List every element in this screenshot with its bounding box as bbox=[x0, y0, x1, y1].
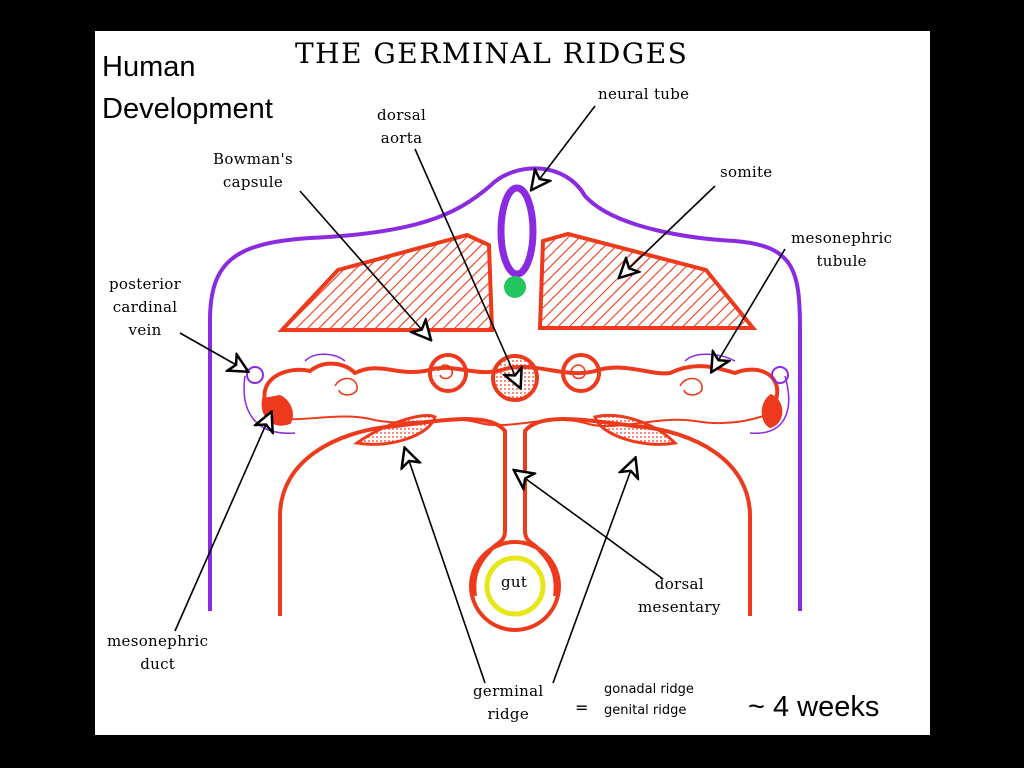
label-gut: gut bbox=[501, 573, 528, 591]
arrow-somite bbox=[620, 185, 716, 277]
germinal-ridges-diagram bbox=[174, 105, 802, 684]
pointer-arrows bbox=[174, 105, 786, 684]
dorsal-aorta bbox=[491, 354, 539, 402]
cardinal-vein-loops bbox=[243, 353, 790, 434]
slide-title: THE GERMINAL RIDGES bbox=[295, 37, 689, 70]
bowmans-capsule-left bbox=[428, 353, 468, 393]
arrow-dorsal-aorta bbox=[414, 148, 520, 387]
equals-sign: = bbox=[575, 698, 589, 717]
course-label-line2: Development bbox=[102, 93, 273, 125]
posterior-cardinal-vein-left bbox=[246, 366, 264, 384]
label-somite: somite bbox=[720, 163, 773, 181]
arrow-germinal-ridge-right bbox=[552, 459, 635, 684]
arrow-posterior-cardinal-vein bbox=[179, 332, 247, 371]
mesonephric-duct-right bbox=[761, 393, 783, 429]
course-label-line1: Human bbox=[102, 51, 196, 83]
bowmans-capsule-right bbox=[561, 353, 601, 393]
mesonephric-band-lower bbox=[266, 412, 774, 427]
arrow-bowmans-capsule bbox=[299, 190, 430, 339]
label-gonadal-ridge: gonadal ridge bbox=[604, 682, 694, 697]
arrow-dorsal-mesentary-a bbox=[602, 534, 664, 580]
arrow-neural-tube bbox=[532, 105, 596, 189]
neural-tube bbox=[497, 184, 537, 278]
arrow-mesonephric-tubule bbox=[712, 248, 786, 371]
label-neural-tube: neural tube bbox=[598, 85, 690, 103]
notochord bbox=[504, 276, 526, 298]
somite-right bbox=[537, 231, 758, 330]
label-genital-ridge: genital ridge bbox=[604, 703, 687, 718]
arrow-dorsal-mesentary-b bbox=[515, 471, 604, 536]
arrow-mesonephric-duct bbox=[174, 413, 271, 632]
age-note: ~ 4 weeks bbox=[748, 691, 880, 723]
arrow-germinal-ridge-left bbox=[405, 449, 486, 684]
glomerulus-loops bbox=[334, 364, 703, 396]
gut-wall bbox=[469, 540, 561, 632]
gut-lumen bbox=[484, 555, 546, 617]
somite-left bbox=[277, 232, 495, 332]
slide: THE GERMINAL RIDGES Human Development ~ … bbox=[95, 31, 930, 735]
posterior-cardinal-vein-right bbox=[771, 366, 789, 384]
